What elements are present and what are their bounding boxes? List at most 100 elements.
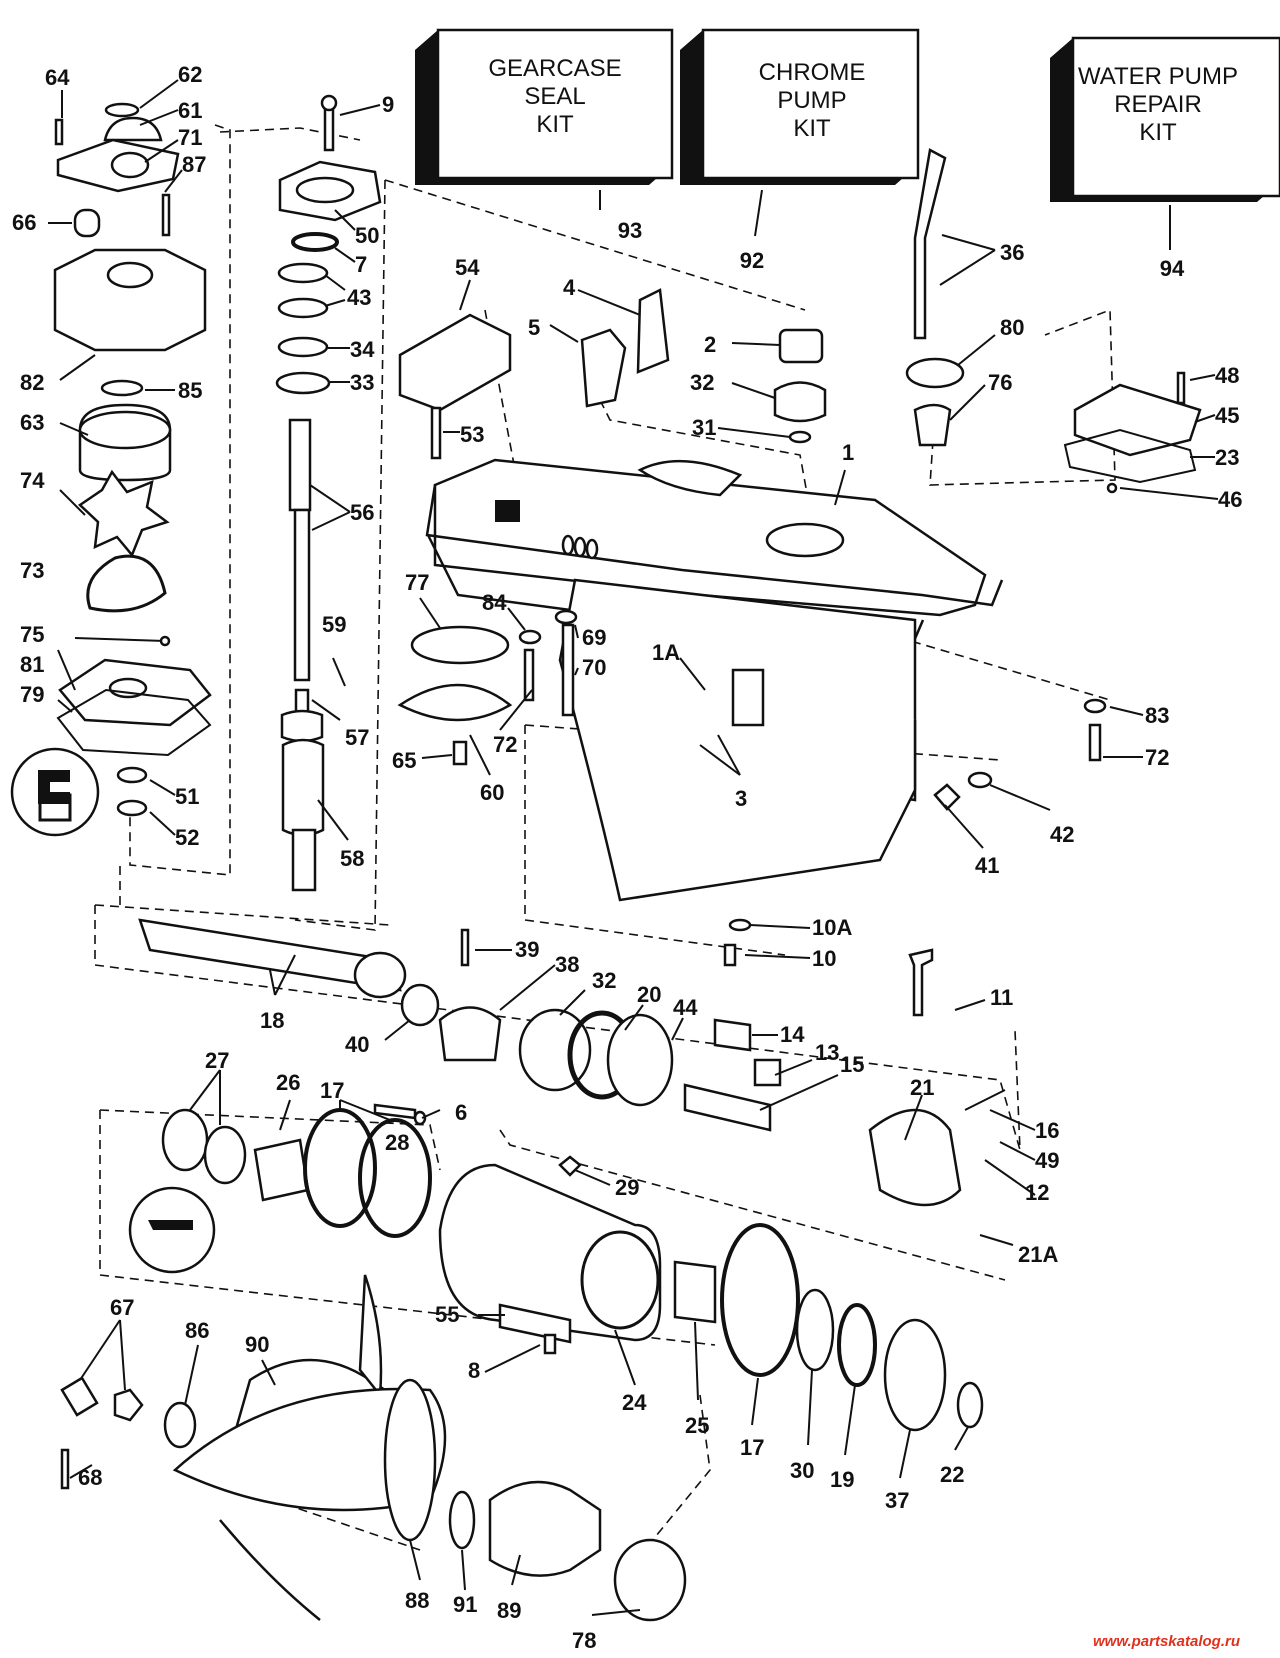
callout-number: 91: [453, 1592, 477, 1617]
callout-number: 1A: [652, 640, 680, 665]
callout-number: 79: [20, 682, 44, 707]
callout-number: 89: [497, 1598, 521, 1623]
callout-number: 62: [178, 62, 202, 87]
callout-number: 15: [840, 1052, 864, 1077]
callout-number: 53: [460, 422, 484, 447]
callout-number: 90: [245, 1332, 269, 1357]
kit-line: REPAIR: [1114, 91, 1202, 118]
callout-number: 44: [673, 995, 698, 1020]
callout-number: 32: [690, 370, 714, 395]
middle-parts: [397, 609, 1107, 1017]
callout-number: 17: [320, 1078, 344, 1103]
kit-line: PUMP: [777, 87, 846, 114]
callout-number: 84: [482, 590, 507, 615]
callout-number: 29: [615, 1175, 639, 1200]
callout-number: 28: [385, 1130, 409, 1155]
callout-number: 64: [45, 65, 70, 90]
callout-number: 9: [382, 92, 394, 117]
callout-number: 48: [1215, 363, 1239, 388]
callout-number: 30: [790, 1458, 814, 1483]
callout-number: 83: [1145, 703, 1169, 728]
kit-line: KIT: [793, 115, 831, 142]
callout-number: 13: [815, 1040, 839, 1065]
callout-number: 23: [1215, 445, 1239, 470]
callout-number: 85: [178, 378, 202, 403]
callout-number: 6: [455, 1100, 467, 1125]
bearing-housing-parts: [128, 1103, 984, 1432]
callout-number: 75: [20, 622, 44, 647]
callout-number: 37: [885, 1488, 909, 1513]
callout-number: 92: [740, 248, 764, 273]
kit-box-chrome-pump: CHROME PUMP KIT: [680, 28, 920, 185]
kit-line: WATER PUMP: [1078, 63, 1238, 90]
callout-number: 4: [563, 275, 576, 300]
callout-number: 69: [582, 625, 606, 650]
callout-number: 72: [493, 732, 517, 757]
callout-number: 39: [515, 937, 539, 962]
kit-box-gearcase-seal: GEARCASE SEAL KIT: [415, 28, 674, 185]
callout-number: 8: [468, 1358, 480, 1383]
callout-number: 17: [740, 1435, 764, 1460]
callout-number: 45: [1215, 403, 1239, 428]
callout-number: 82: [20, 370, 44, 395]
callout-number: 51: [175, 784, 199, 809]
gearcase-housing: [425, 458, 1004, 902]
callout-number: 59: [322, 612, 346, 637]
callout-number: 3: [735, 786, 747, 811]
callout-number: 10: [812, 946, 836, 971]
callout-number: 27: [205, 1048, 229, 1073]
callout-number: 54: [455, 255, 480, 280]
callout-number: 40: [345, 1032, 369, 1057]
callout-number: 22: [940, 1462, 964, 1487]
upper-misc-parts: [398, 148, 1202, 494]
callout-number: 70: [582, 655, 606, 680]
callout-number: 67: [110, 1295, 134, 1320]
callout-number: 52: [175, 825, 199, 850]
callout-number: 94: [1160, 256, 1185, 281]
callout-number: 93: [618, 218, 642, 243]
callout-number: 87: [182, 152, 206, 177]
callout-number: 7: [355, 252, 367, 277]
kit-box-water-pump-repair: WATER PUMP REPAIR KIT: [1050, 36, 1280, 202]
driveshaft-parts: [275, 94, 382, 892]
callout-number: 21A: [1018, 1242, 1058, 1267]
callout-number: 81: [20, 652, 44, 677]
callout-number: 38: [555, 952, 579, 977]
callout-number: 50: [355, 223, 379, 248]
callout-number: 68: [78, 1465, 102, 1490]
callout-number: 10A: [812, 915, 852, 940]
callout-number: 21: [910, 1075, 934, 1100]
callout-number: 33: [350, 370, 374, 395]
callout-number: 78: [572, 1628, 596, 1653]
callout-number: 77: [405, 570, 429, 595]
callout-number: 19: [830, 1467, 854, 1492]
callout-number: 60: [480, 780, 504, 805]
callout-number: 26: [276, 1070, 300, 1095]
kit-line: CHROME: [759, 59, 866, 86]
callout-number: 49: [1035, 1148, 1059, 1173]
callout-number: 66: [12, 210, 36, 235]
callout-number: 80: [1000, 315, 1024, 340]
watermark[interactable]: www.partskatalog.ru: [1093, 1633, 1240, 1650]
callout-number: 25: [685, 1413, 709, 1438]
kit-line: GEARCASE: [488, 55, 621, 82]
callout-number: 55: [435, 1302, 459, 1327]
callout-number: 43: [347, 285, 371, 310]
kit-line: KIT: [536, 111, 574, 138]
callout-number: 56: [350, 500, 374, 525]
callout-number: 73: [20, 558, 44, 583]
callout-number: 86: [185, 1318, 209, 1343]
callout-number: 16: [1035, 1118, 1059, 1143]
callout-number: 18: [260, 1008, 284, 1033]
callout-number: 72: [1145, 745, 1169, 770]
callout-number: 20: [637, 982, 661, 1007]
callout-number: 1: [842, 440, 854, 465]
callout-number: 12: [1025, 1180, 1049, 1205]
callout-number: 57: [345, 725, 369, 750]
callout-number: 65: [392, 748, 416, 773]
callout-number: 24: [622, 1390, 647, 1415]
callout-number: 2: [704, 332, 716, 357]
callout-number: 41: [975, 853, 999, 878]
callout-number: 71: [178, 125, 202, 150]
